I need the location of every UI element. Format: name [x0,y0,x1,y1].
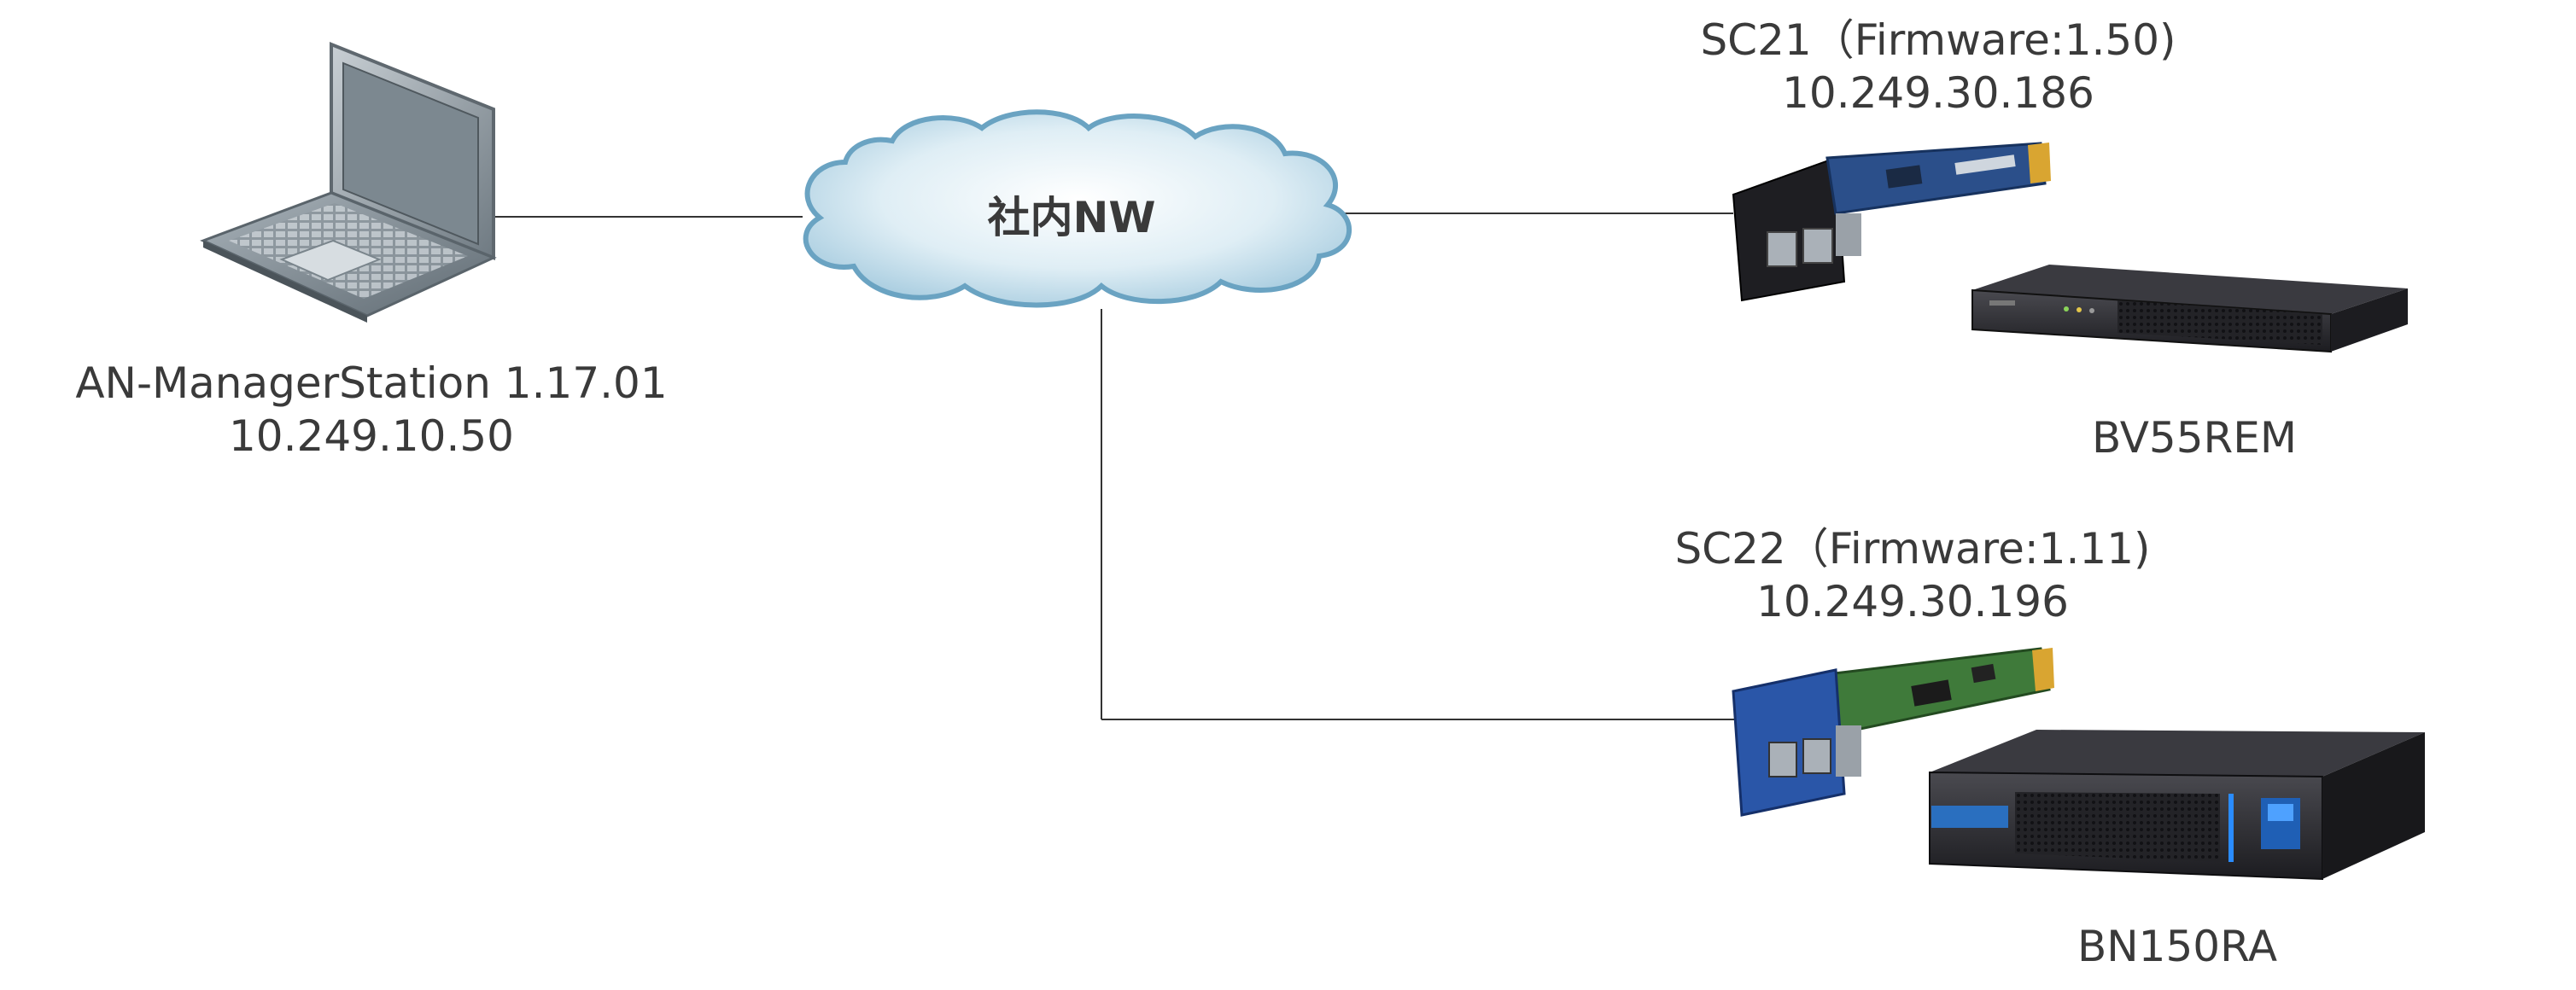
connection-lines [494,213,1742,720]
laptop-icon [200,42,497,323]
bv55rem-model: BV55REM [2091,413,2298,463]
sc22-name: SC22（Firmware:1.11) [1674,524,2151,574]
bn150ra-ups-icon [1929,730,2425,881]
sc21-card-icon [1732,142,2051,302]
sc22-label: SC22（Firmware:1.11) 10.249.30.196 [1563,522,2263,628]
cloud-icon: 社内NW [803,109,1352,308]
bv55rem-label: BV55REM [1964,411,2425,464]
network-label: 社内NW [988,193,1156,242]
sc21-name: SC21（Firmware:1.50) [1700,15,2176,65]
bn150ra-label: BN150RA [1947,920,2408,973]
bv55rem-ups-icon [1971,265,2408,353]
manager-name: AN-ManagerStation 1.17.01 [75,358,668,408]
manager-ip: 10.249.10.50 [229,411,514,461]
sc22-ip: 10.249.30.196 [1756,577,2069,626]
bn150ra-model: BN150RA [2077,922,2278,971]
sc21-label: SC21（Firmware:1.50) 10.249.30.186 [1588,14,2288,119]
sc22-card-icon [1732,647,2054,817]
sc21-ip: 10.249.30.186 [1782,68,2094,118]
manager-label: AN-ManagerStation 1.17.01 10.249.10.50 [34,357,709,463]
